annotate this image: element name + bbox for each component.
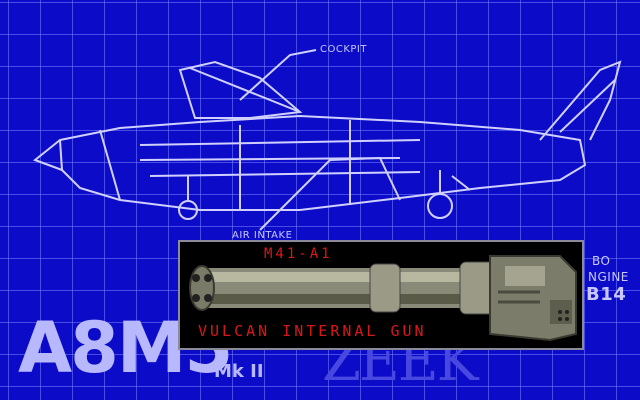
weapon-code: M41-A1 [264, 246, 333, 262]
mark-designation: Mk II [214, 361, 264, 382]
engine-code: B14 [586, 284, 627, 305]
air-intake-callout: AIR INTAKE [232, 230, 293, 241]
engine-callout-mid: NGINE [588, 270, 629, 284]
cockpit-callout: COCKPIT [320, 44, 367, 55]
weapon-name: VULCAN INTERNAL GUN [198, 322, 427, 340]
engine-callout-top: BO [592, 254, 611, 268]
vulcan-gun-illustration [189, 255, 577, 342]
weapon-info-panel: M41-A1 VULCAN INTERNAL GUN [178, 240, 584, 350]
